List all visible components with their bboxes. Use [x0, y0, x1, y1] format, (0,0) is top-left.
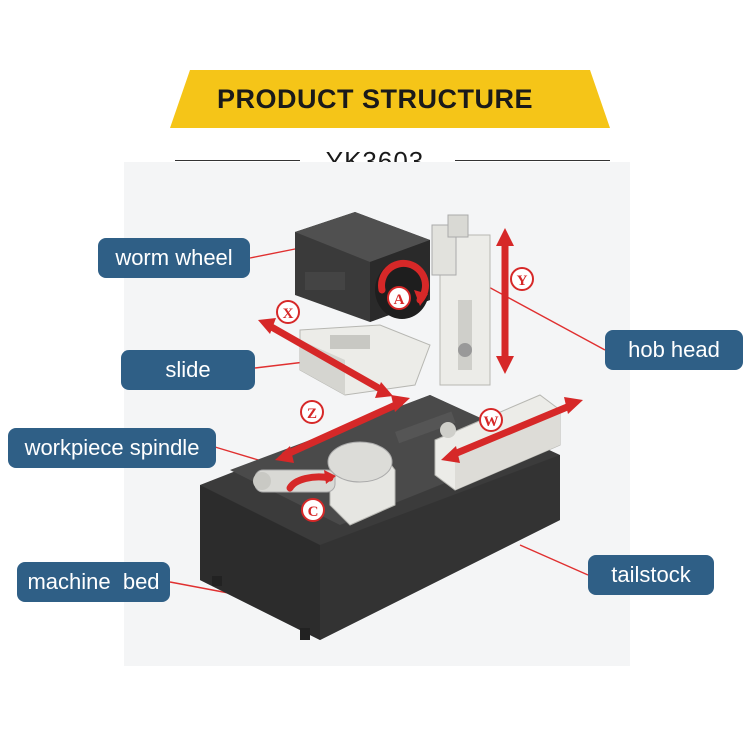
label-worm-wheel: worm wheel: [98, 238, 250, 278]
axis-label-c: C: [308, 504, 319, 520]
c-axis-arc: [286, 473, 334, 492]
label-hob-head: hob head: [605, 330, 743, 370]
x-axis-arrow: [264, 321, 386, 394]
title-banner: [170, 70, 610, 128]
axis-label-x: X: [283, 306, 294, 322]
axis-label-w: W: [484, 414, 499, 430]
leader-line-tailstock: [519, 544, 589, 576]
axis-arrows: [264, 236, 576, 492]
a-axis-arc: [378, 259, 430, 304]
axis-label-y: Y: [517, 273, 528, 289]
label-tailstock: tailstock: [588, 555, 714, 595]
label-workpiece-spindle: workpiece spindle: [8, 428, 216, 468]
z-axis-arrow: [281, 399, 404, 459]
page-title: PRODUCT STRUCTURE: [217, 84, 533, 114]
title-rule-right: [455, 160, 610, 161]
label-slide: slide: [121, 350, 255, 390]
w-axis-arrow: [448, 401, 576, 459]
hob-head-shape: [431, 214, 491, 386]
leader-line-worm-wheel: [249, 247, 301, 259]
slide-shape: [299, 324, 431, 396]
axis-label-z: Z: [307, 406, 317, 422]
axis-label-a: A: [394, 292, 405, 308]
workpiece-spindle-shape: [253, 411, 456, 526]
axis-badges: A C X Y Z W: [276, 267, 534, 522]
worm-wheel-shape: [295, 212, 430, 322]
tailstock-shape: [434, 394, 561, 491]
leader-line-slide: [254, 361, 306, 369]
label-machine-bed: machine bed: [17, 562, 170, 602]
title-rule-left: [175, 160, 300, 161]
